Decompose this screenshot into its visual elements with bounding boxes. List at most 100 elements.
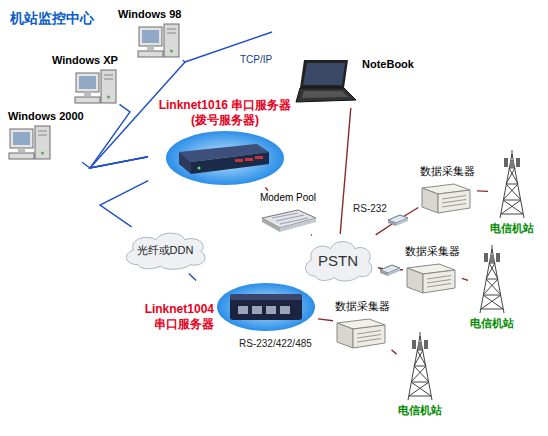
laptop-icon-part-part — [302, 91, 348, 98]
node-label: NoteBook — [362, 58, 414, 71]
modem-icon-part-part — [280, 218, 316, 232]
coll-icon-part-part — [427, 284, 451, 288]
modem-icon — [258, 206, 318, 234]
ser16-icon-part-part — [245, 158, 253, 161]
pc-icon-part-part — [104, 75, 113, 76]
laptop-icon-part — [292, 58, 358, 106]
pc-icon-part-part — [142, 30, 159, 43]
ser04-icon-part-part — [230, 294, 302, 320]
tower-icon-part-part — [412, 340, 416, 349]
coll-icon-part-part — [442, 204, 466, 208]
ser16-icon-part-part — [191, 152, 269, 174]
node-label: Windows 2000 — [8, 110, 84, 123]
coll-icon — [335, 315, 387, 349]
tower-icon-part-part-part — [512, 150, 513, 156]
tower-icon-part-part-part — [501, 168, 523, 214]
pc-icon-part-part — [13, 132, 30, 145]
pc-icon-part-part — [104, 79, 113, 80]
tower-icon — [474, 245, 510, 315]
tower-icon-part-part — [496, 253, 500, 262]
node-label: 电信机站 — [470, 317, 514, 330]
interface-label: RS-232/422/485 — [238, 338, 313, 350]
node-label: 数据采集器 — [335, 300, 390, 313]
ser04-icon-part-part — [266, 306, 276, 314]
tower-icon-part — [474, 245, 510, 315]
pc-icon-part-part — [107, 96, 110, 99]
pc-icon-part-part — [167, 33, 176, 34]
node-label: PSTN — [318, 252, 358, 269]
computer-node: Windows 2000 — [8, 110, 84, 161]
tower-icon-part-part-part — [408, 336, 432, 400]
ser16-icon-part-part — [166, 131, 284, 185]
modem-icon-part-part — [280, 218, 308, 224]
ser16-icon — [165, 130, 285, 186]
ser04-icon-part-part — [238, 306, 248, 314]
ser16-icon-part-part — [255, 156, 263, 159]
tower-icon-part-part-part — [481, 263, 503, 309]
pc-icon-part — [137, 23, 181, 59]
coll-icon — [405, 260, 457, 294]
pc-icon-part-part — [147, 46, 154, 50]
coll-icon-part-part — [353, 325, 385, 348]
serial-line — [318, 319, 333, 321]
pc-icon-part — [8, 125, 52, 161]
coll-icon-part-part — [442, 200, 466, 204]
coll-icon-part-part — [423, 270, 455, 293]
pc-icon-part-part — [84, 92, 91, 96]
node-label: Modem Pool — [260, 192, 316, 204]
tower-icon-part-part — [490, 255, 494, 263]
coll-icon-part-part — [427, 280, 451, 284]
tower-icon-part-part — [516, 158, 520, 167]
tower-icon-part-part-part — [409, 350, 431, 396]
telecom-station-node: 电信机站 — [398, 332, 442, 417]
pc-icon-part-part — [41, 152, 44, 155]
rs232-converter — [380, 265, 400, 276]
tower-icon-part-part-part — [409, 350, 431, 396]
node-label: Windows 98 — [118, 8, 181, 21]
connector-group — [82, 60, 488, 354]
ser04-icon — [216, 282, 316, 332]
coll-icon-part — [420, 180, 472, 214]
modem-icon-part-part — [262, 218, 280, 232]
tower-icon-part-part — [408, 332, 432, 400]
pc-icon — [74, 69, 118, 105]
pc-icon-part-part — [9, 153, 34, 159]
laptop-icon-part-part — [300, 60, 348, 88]
tower-icon-part-part — [484, 253, 488, 262]
label-holder: TCP/IP — [240, 54, 272, 66]
pc-icon — [137, 23, 181, 59]
pstn-cloud: PSTN — [300, 236, 376, 284]
node-label: 数据采集器 — [405, 245, 460, 258]
ser04-icon-part-part — [252, 306, 262, 314]
node-label: Linknet1004 串口服务器 — [130, 302, 214, 332]
tower-icon — [494, 150, 530, 220]
node-label: 光纤或DDN — [137, 244, 194, 257]
lan-line — [189, 273, 196, 280]
tower-icon-part-part-part — [500, 154, 524, 218]
pc-icon-part-part — [170, 50, 173, 53]
pc-icon-part-part — [79, 76, 96, 89]
pc-icon-part-part — [139, 27, 162, 46]
node-label: 电信机站 — [398, 404, 442, 417]
tower-icon-part-part-part — [501, 168, 523, 214]
coll-icon-part-part — [337, 323, 353, 348]
pc-icon-part-part — [164, 24, 179, 57]
computer-node: Windows XP — [52, 54, 118, 105]
tower-icon — [402, 332, 438, 402]
ser04-icon-part-part — [280, 306, 290, 314]
rs232-converter — [388, 215, 408, 226]
converter-side — [380, 270, 388, 276]
lan-line — [82, 157, 148, 168]
pc-icon-part-part — [76, 73, 99, 92]
data-collector-node: 数据采集器 — [420, 165, 475, 214]
coll-icon-part-part — [357, 335, 381, 339]
tower-icon-part — [494, 150, 530, 220]
pc-icon-part-part — [35, 126, 50, 159]
ser16-icon-part — [165, 130, 285, 186]
lan-line — [100, 181, 148, 227]
tower-icon-part-part-part — [492, 245, 493, 251]
node-label: 电信机站 — [490, 222, 534, 235]
ser16-icon-part-part — [198, 167, 201, 170]
converter-front — [396, 218, 408, 226]
